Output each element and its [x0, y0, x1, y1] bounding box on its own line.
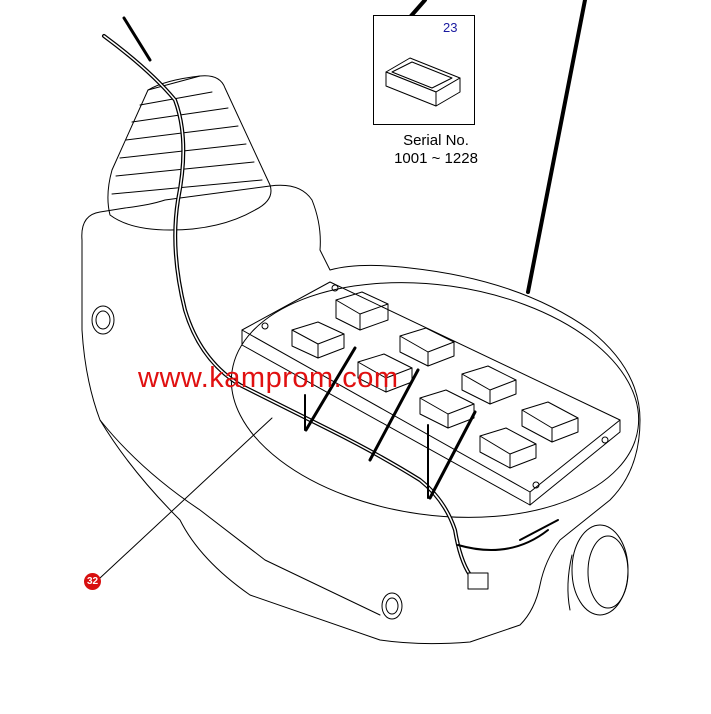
leader-line-thick — [526, 0, 587, 294]
mount-hole-bottom-inner — [385, 597, 399, 615]
inset-part-icon — [385, 57, 461, 107]
leader-line-thick-2 — [409, 0, 427, 18]
callout-leader — [99, 417, 273, 579]
connector-plug — [467, 572, 489, 590]
switch-group — [291, 291, 579, 469]
right-boss-inner — [587, 535, 629, 609]
switch-panel-outline — [230, 282, 640, 518]
callout-part-32[interactable]: 32 — [84, 573, 101, 590]
watermark-text: www.kamprom.com — [138, 362, 399, 394]
inset-part-number[interactable]: 23 — [443, 20, 458, 35]
serial-label: Serial No. — [403, 132, 469, 149]
console-front-face — [99, 419, 381, 616]
mount-hole-bottom — [381, 592, 403, 620]
lever-boot — [107, 75, 272, 231]
mount-hole-left — [91, 305, 115, 335]
serial-range: 1001 ~ 1228 — [394, 150, 478, 167]
mount-hole-left-inner — [95, 310, 111, 330]
console-housing — [81, 184, 641, 645]
serial-label-block: Serial No. 1001 ~ 1228 — [381, 132, 491, 168]
